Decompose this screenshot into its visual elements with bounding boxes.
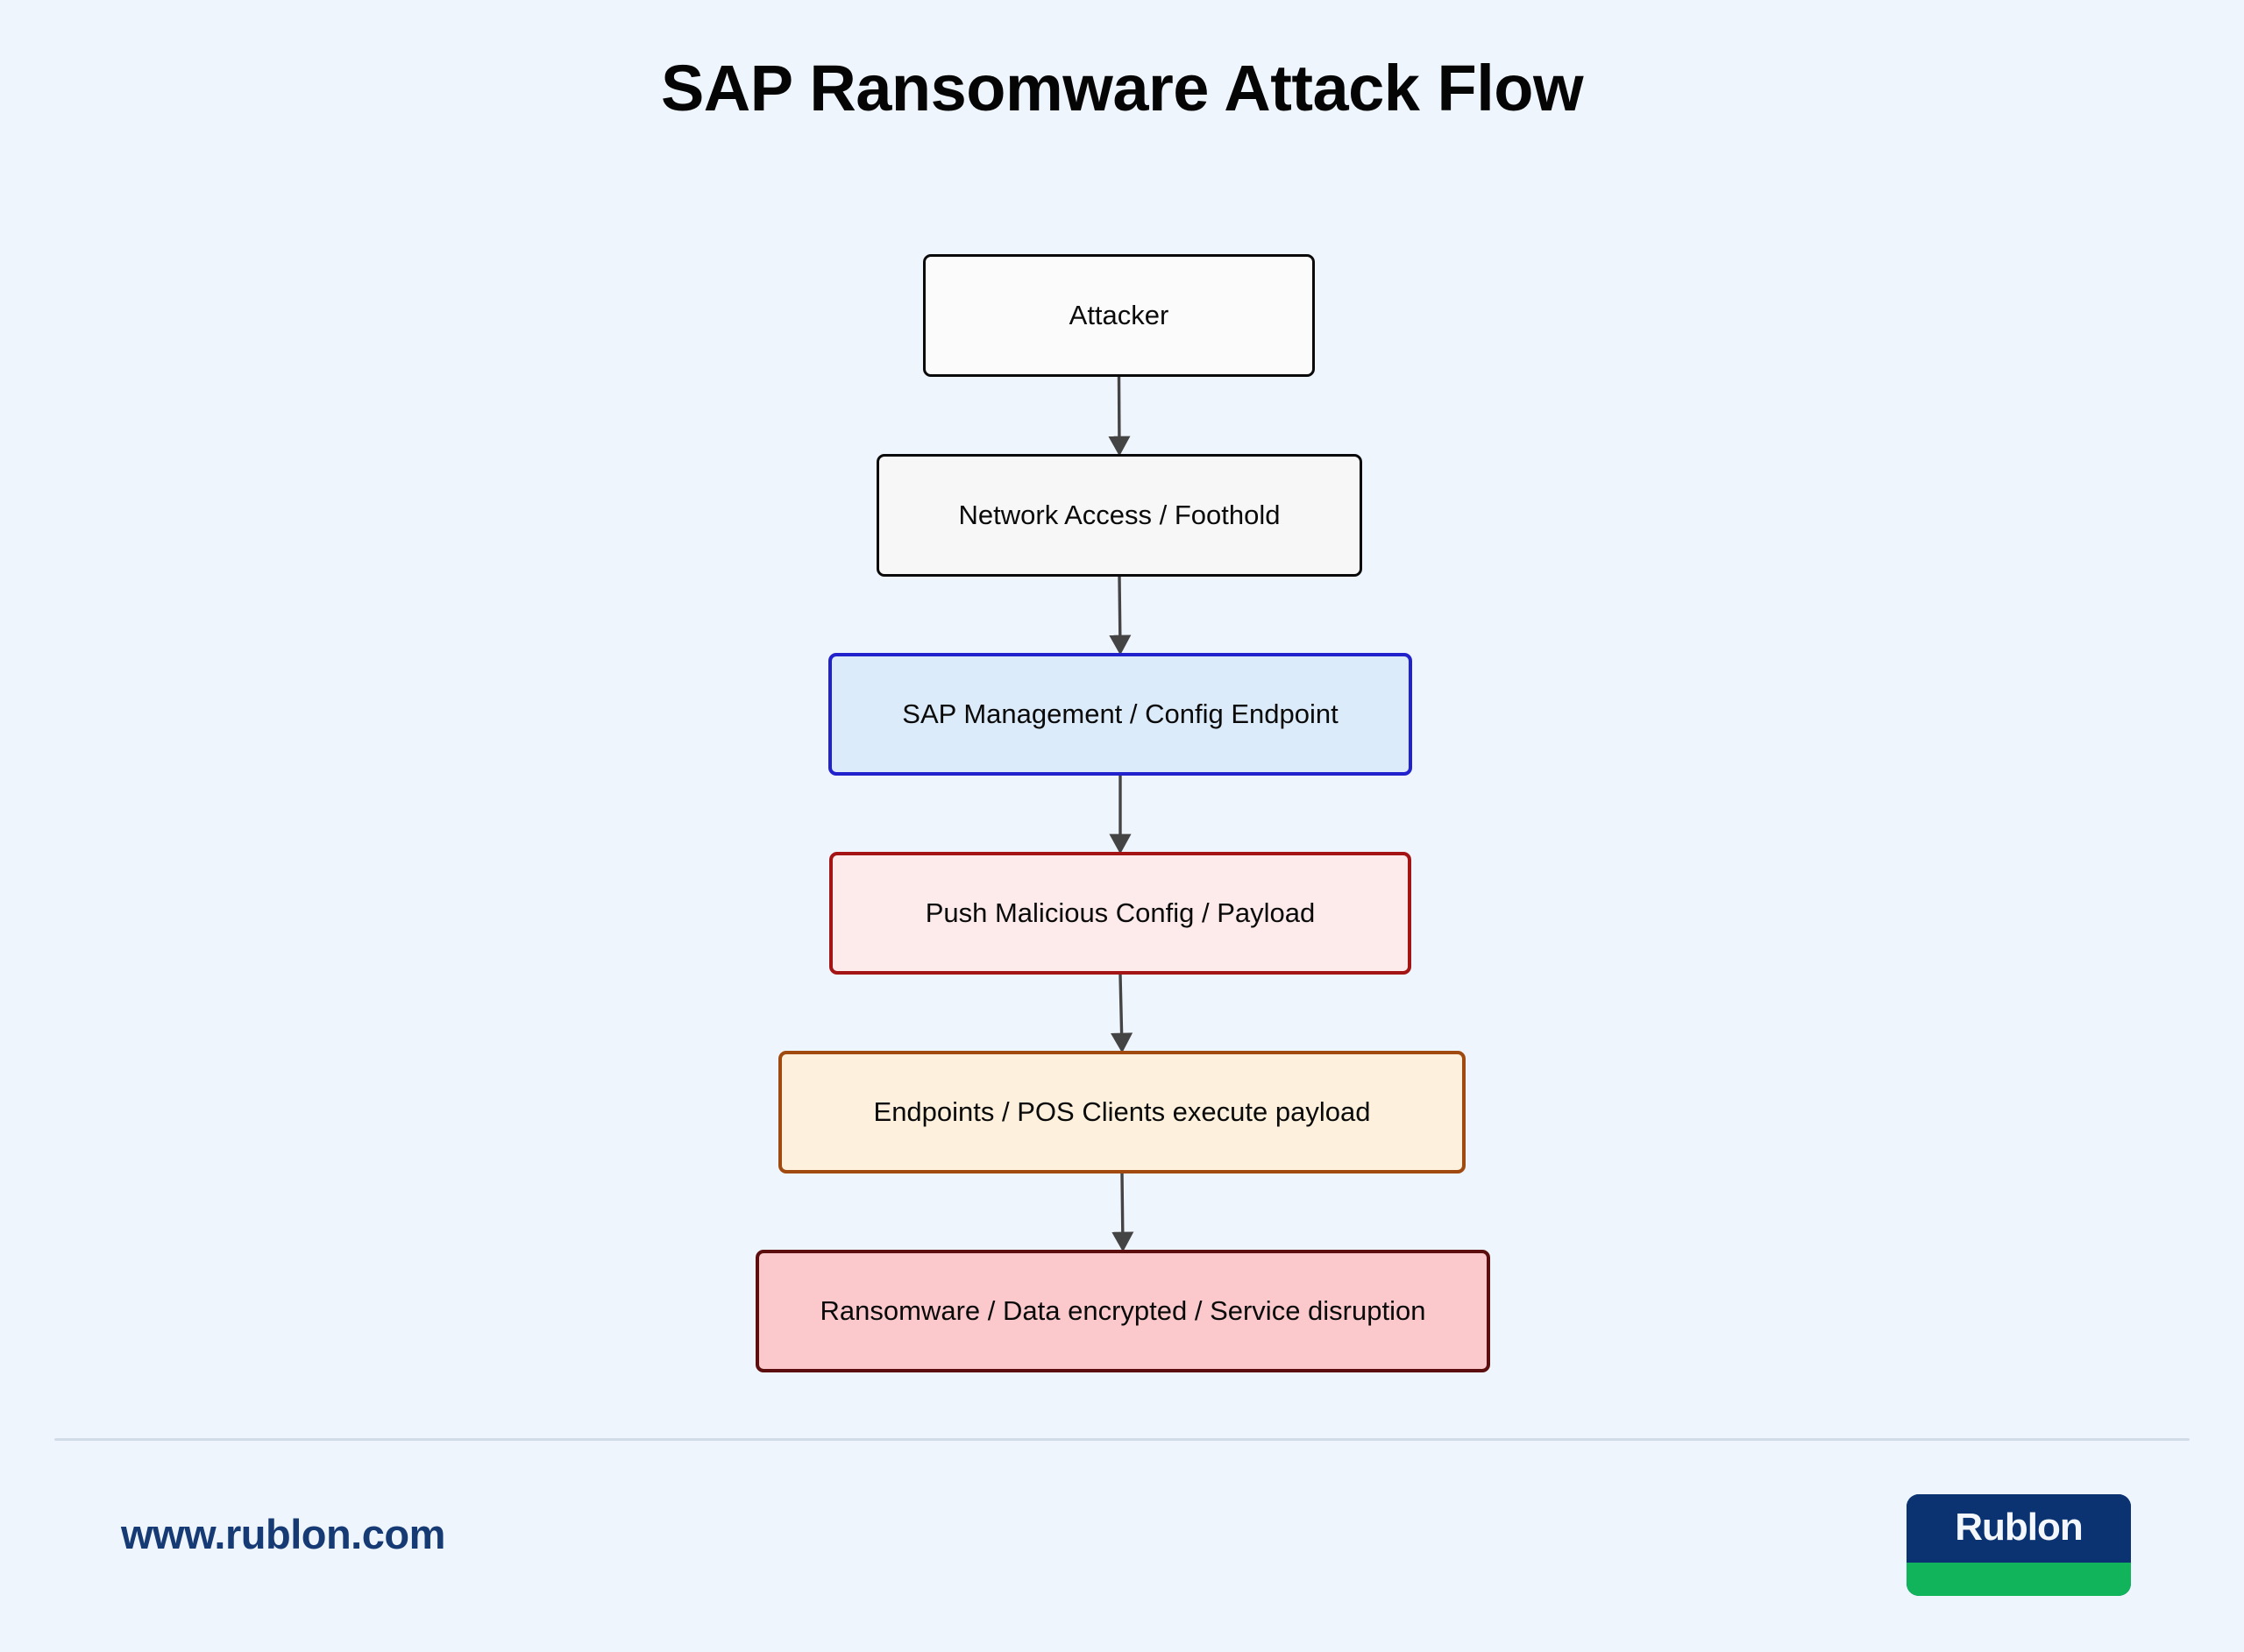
- flow-node-sap-endpoint[interactable]: SAP Management / Config Endpoint: [828, 653, 1412, 776]
- footer-divider: [54, 1438, 2190, 1441]
- rublon-logo-text: Rublon: [1955, 1506, 2084, 1549]
- flow-arrow-network-access-to-sap-endpoint: [1109, 576, 1132, 656]
- flow-node-ransomware-impact[interactable]: Ransomware / Data encrypted / Service di…: [756, 1250, 1490, 1372]
- flow-arrow-push-payload-to-endpoints-execute: [1111, 974, 1133, 1053]
- rublon-logo: Rublon: [1907, 1494, 2131, 1596]
- flow-arrow-attacker-to-network-access: [1108, 376, 1131, 457]
- flow-arrow-endpoints-execute-to-ransomware-impact: [1111, 1173, 1134, 1252]
- flow-node-endpoints-execute[interactable]: Endpoints / POS Clients execute payload: [778, 1051, 1466, 1173]
- flow-node-network-access[interactable]: Network Access / Foothold: [877, 454, 1362, 577]
- rublon-logo-accent-bar: [1907, 1563, 2131, 1596]
- site-url-label: www.rublon.com: [121, 1511, 445, 1557]
- flow-node-push-payload[interactable]: Push Malicious Config / Payload: [829, 852, 1411, 975]
- page-title: SAP Ransomware Attack Flow: [660, 52, 1584, 124]
- rublon-logo-plate: Rublon: [1907, 1494, 2131, 1563]
- flow-node-attacker[interactable]: Attacker: [923, 254, 1315, 377]
